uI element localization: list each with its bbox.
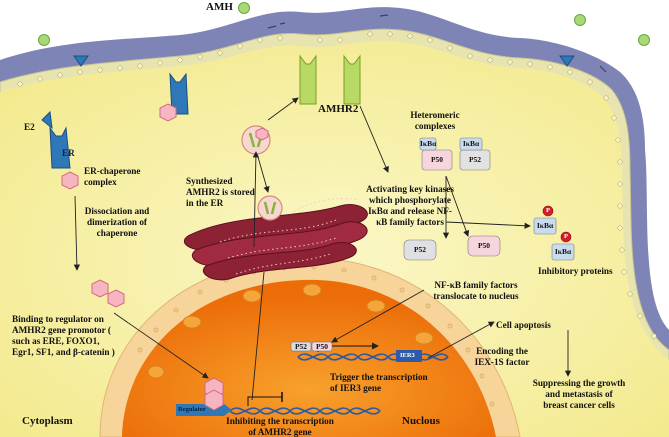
ikba-p1-label: IκBα	[536, 221, 554, 230]
heteromeric-label: Heteromeric complexes	[410, 110, 460, 131]
p50-complex-box	[421, 149, 453, 171]
er-label: ER	[62, 148, 75, 158]
p52-free-label: P52	[413, 245, 427, 254]
dissociation-label: Dissociation and dimerization of chapero…	[84, 206, 150, 238]
pathway-arrows	[73, 97, 572, 379]
suppressing-label: Suppressing the growth and metastasis of…	[532, 378, 626, 410]
vesicle-bottom	[257, 195, 283, 221]
hexagon-dimer-bound	[204, 377, 224, 411]
phosphate-1	[542, 205, 554, 217]
endoplasmic-reticulum	[183, 198, 368, 281]
p50-free-box	[467, 235, 501, 257]
pink-hexagons	[61, 103, 269, 308]
membrane-dashes	[267, 14, 607, 73]
p50-complex-label: P50	[430, 155, 444, 164]
regulator-label: Regulator	[178, 406, 206, 413]
er-chaperone-label: ER-chaperone complex	[84, 166, 141, 187]
ikba-phospho-2	[551, 243, 575, 261]
amhr2-receptor-pair	[299, 54, 361, 105]
phospho2-label: P	[564, 233, 568, 240]
cytoplasm-label: Cytoplasm	[22, 415, 73, 427]
ikba-p2-label: IκBα	[554, 247, 572, 256]
nucleus-label: Nuclous	[402, 415, 440, 427]
amh-ligands	[38, 2, 650, 46]
p52-free-box	[403, 239, 437, 261]
amhr2-label: AMHR2	[318, 103, 359, 115]
ier3-box	[396, 350, 422, 362]
membrane-dots	[17, 31, 657, 339]
activating-label: Activating key kinases which phosphoryla…	[366, 184, 454, 227]
ikba-complex1-label: IκBα	[420, 139, 437, 148]
e2-ligands	[41, 55, 575, 130]
p50-free-label: P50	[477, 241, 491, 250]
amh-label: AMH	[206, 1, 233, 13]
inhibiting-label: Inhibiting the transcription of AMHR2 ge…	[226, 416, 334, 437]
phosphate-2	[560, 231, 572, 243]
p52-complex-label: P52	[468, 155, 482, 164]
p50-nucleus-label: P50	[315, 342, 329, 351]
e2-label: E2	[24, 122, 35, 132]
nfkb-translocate-label: NF-κB family factors translocate to nucl…	[433, 280, 519, 301]
trigger-label: Trigger the transcription of IER3 gene	[330, 372, 428, 393]
ikba-complex2-label: IκBα	[462, 139, 480, 148]
inhibitory-label: Inhibitory proteins	[538, 266, 613, 276]
er-to-gene-line	[251, 271, 265, 401]
ier3-label: IER3	[400, 352, 415, 359]
binding-label: Binding to regulator on AMHR2 gene promo…	[12, 314, 115, 357]
amhr2-inhibit-line	[247, 396, 282, 406]
dna-helix-amhr2	[229, 407, 381, 415]
encoding-label: Encoding the IEX-1S factor	[474, 346, 530, 367]
ikba-phospho-1	[533, 217, 557, 235]
p52-nucleus-label: P52	[294, 342, 308, 351]
er-receptor	[49, 126, 71, 169]
synthesized-label: Synthesized AMHR2 is stored in the ER	[186, 176, 255, 208]
cell-apoptosis-label: Cell apoptosis	[496, 320, 551, 330]
phospho1-label: P	[546, 207, 550, 214]
nuclear-pore-bumps	[147, 283, 434, 379]
